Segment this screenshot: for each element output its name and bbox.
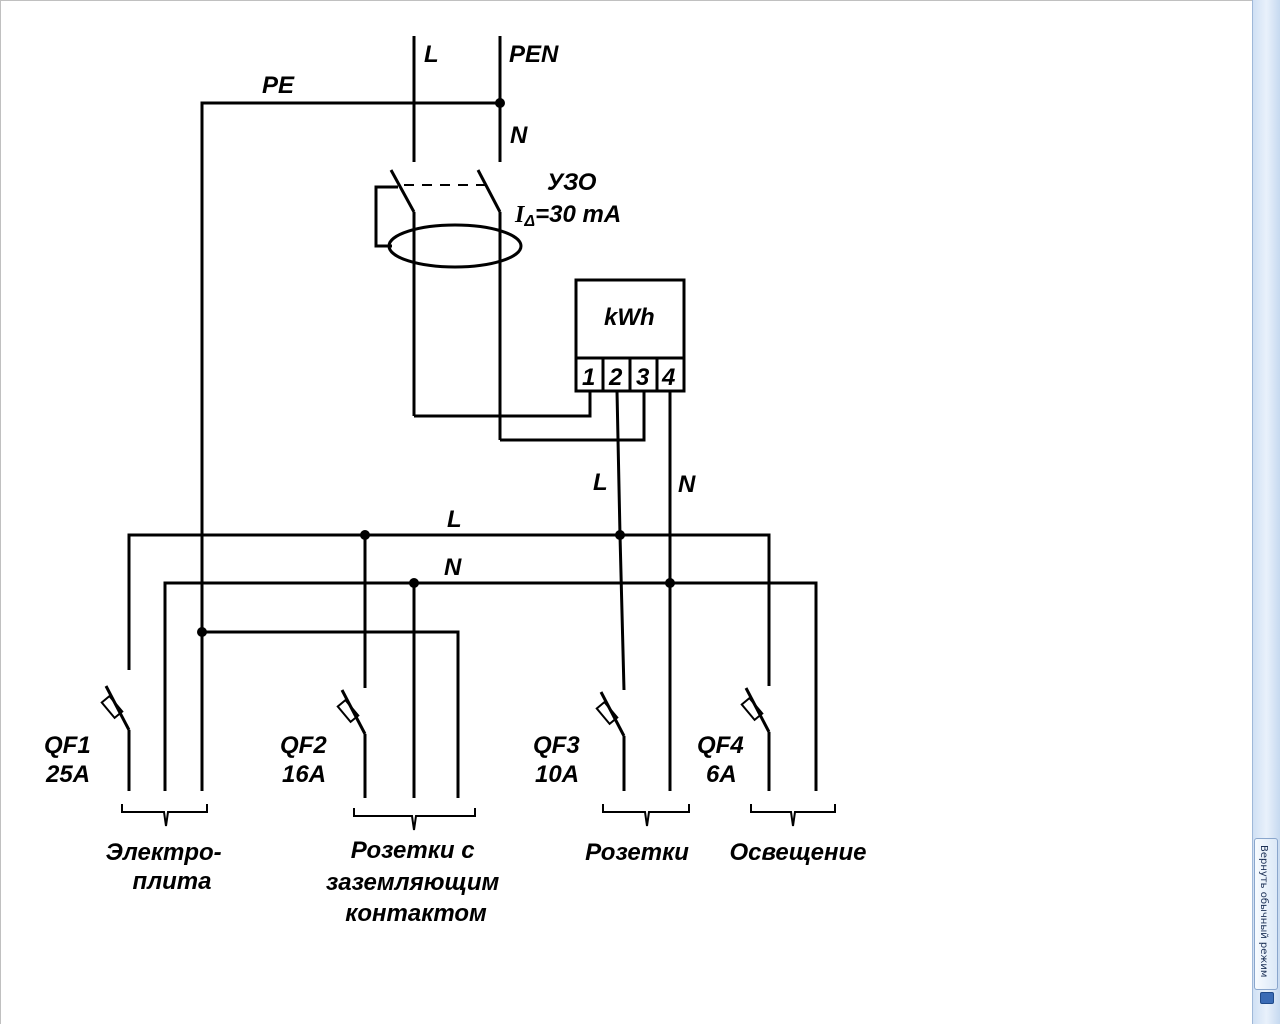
load-brace-sockets [602,804,690,827]
meter-out-neutral-label: N [678,471,696,498]
pe-node [197,627,207,637]
rcd-rating-label: IΔ=30 mA [514,201,621,230]
rcd-to-meter-neutral [500,391,646,442]
load-stove-label: Электро- плита [106,839,229,895]
pe-wire [200,101,500,791]
load-brace-stove [121,804,208,827]
breaker-qf1-rating: 25A [45,761,90,788]
meter-terminal-3: 3 [636,364,650,391]
neutral-label: N [510,122,528,149]
breaker-qf2-rating: 16A [282,761,326,788]
pe-bus [202,630,460,798]
phase-node-meter [615,530,625,540]
restore-mode-icon[interactable] [1260,992,1274,1004]
neutral-node-meter [665,578,675,588]
breaker-qf4-symbol [740,687,771,791]
pe-label: PE [262,72,295,99]
meter-unit-label: kWh [604,304,655,331]
pen-split-node [495,98,505,108]
breaker-qf1-symbol [100,685,131,791]
load-lighting-label: Освещение [730,839,867,866]
neutral-bus-label: N [444,554,462,581]
load-sockets-label: Розетки [585,839,689,866]
load-brace-grounded-sockets [353,808,476,831]
load-grounded-sockets-label: Розетки с заземляющим контактом [326,837,506,927]
restore-normal-mode-label: Вернуть обычный режим [1258,845,1269,978]
breaker-qf2-name: QF2 [280,732,327,759]
wiring-diagram: L PEN PE N УЗО IΔ=30 mA kWh 1 2 3 4 L N … [44,36,867,927]
rcd-current-transformer [387,223,523,269]
breaker-qf4-name: QF4 [697,732,744,759]
restore-normal-mode-button[interactable]: Вернуть обычный режим [1254,838,1278,990]
breaker-qf1-name: QF1 [44,732,91,759]
breaker-qf3-name: QF3 [533,732,580,759]
rcd-rating-subscript: Δ [523,213,535,230]
meter-terminal-1: 1 [582,364,595,391]
breaker-qf3-symbol [595,691,626,791]
meter-out-phase-label: L [593,469,608,496]
breaker-qf2-symbol [336,689,367,798]
meter-terminal-2: 2 [608,364,623,391]
rcd-to-meter-phase [414,391,592,418]
meter-out-phase [615,390,626,691]
phase-bus [127,533,771,686]
neutral-bus [163,581,818,791]
phase-bus-label: L [447,506,462,533]
breaker-qf3-rating: 10A [535,761,579,788]
rcd-rating-symbol: I [514,202,526,228]
supply-pen-label: PEN [509,41,559,68]
breaker-qf4-rating: 6A [706,761,737,788]
rcd-rating-value: =30 mA [535,201,621,228]
load-brace-lighting [750,804,836,827]
energy-meter [574,278,686,393]
rcd-symbol [374,169,523,440]
rcd-name-label: УЗО [547,169,597,196]
meter-terminal-4: 4 [661,364,675,391]
supply-phase-label: L [424,41,439,68]
